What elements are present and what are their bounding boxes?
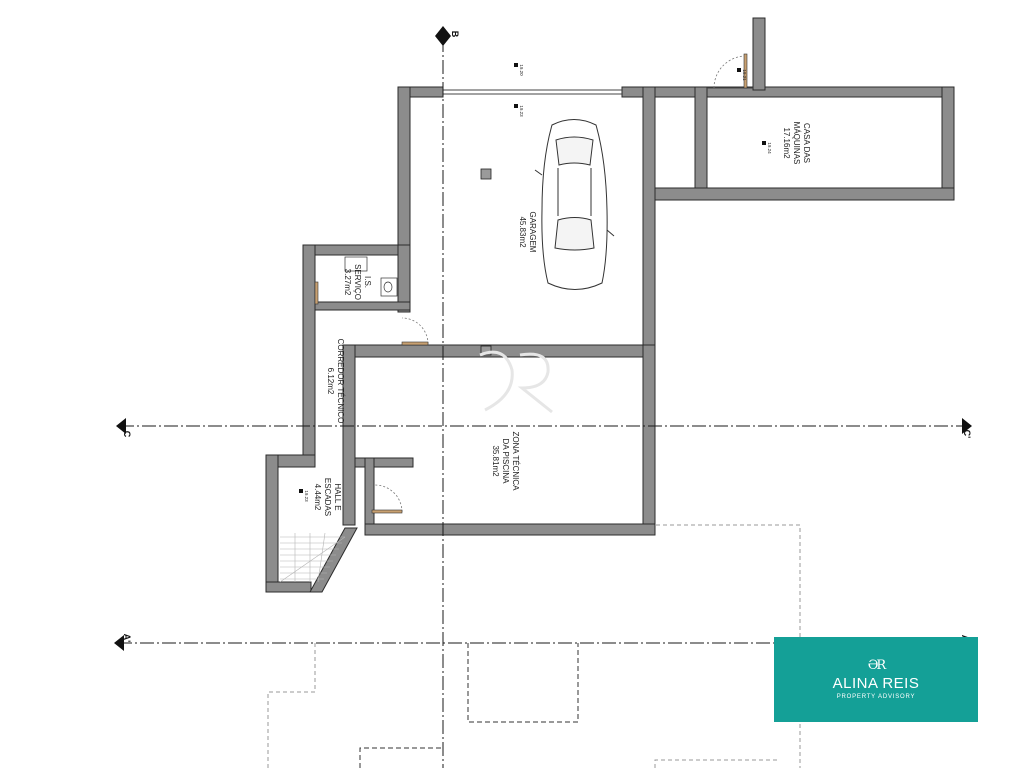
wall-service-right: [397, 244, 411, 313]
wall-machine-left: [694, 86, 708, 193]
section-c-marker-right: [962, 418, 972, 434]
wall-top-right: [621, 86, 953, 98]
svg-text:GARAGEM: GARAGEM: [528, 212, 537, 253]
wall-pool-bottom: [364, 523, 656, 536]
svg-text:HALL E: HALL E: [333, 483, 342, 510]
staircase: [279, 532, 346, 583]
wall-machine-stub: [752, 17, 766, 91]
site-outline-dark: [359, 643, 579, 768]
wall-garage-left: [397, 86, 411, 256]
columns: [480, 168, 492, 356]
column-mid: [480, 345, 492, 356]
room-zona-tecnica-label: ZONA TÉCNICA DA PISCINA 35.81m2: [491, 432, 520, 492]
machine-door-leaf: [743, 53, 748, 89]
wall-hall-inner: [364, 457, 375, 527]
svg-text:17.16m2: 17.16m2: [782, 127, 791, 159]
wall-service-bottom: [314, 301, 411, 311]
level-marker-machine-door: 19.21: [737, 68, 747, 81]
car-icon: [534, 119, 615, 290]
wall-hall-slant: [309, 527, 358, 593]
svg-text:35.81m2: 35.81m2: [491, 445, 500, 477]
wall-hall-bottom: [265, 581, 312, 593]
wall-hall-right-top: [354, 457, 414, 468]
wall-pool-right: [642, 344, 656, 536]
svg-text:SERVIÇO: SERVIÇO: [353, 264, 362, 300]
wall-corridor-right: [342, 344, 356, 526]
svg-text:4.44m2: 4.44m2: [313, 484, 322, 511]
svg-text:ESCADAS: ESCADAS: [323, 478, 332, 516]
service-fixtures: [344, 256, 398, 297]
room-casa-maquinas-label: CASA DAS MÁQUINAS 17.16m2: [782, 122, 811, 165]
level-marker-top-opening: 19.20: [514, 63, 524, 76]
section-b-marker-top: [435, 26, 451, 36]
svg-text:19.20: 19.20: [519, 64, 524, 76]
svg-text:19.24: 19.24: [767, 142, 772, 154]
svg-text:CORREDOR TÉCNICO: CORREDOR TÉCNICO: [336, 339, 345, 424]
hall-door-leaf: [371, 509, 403, 514]
svg-text:I.S.: I.S.: [363, 276, 372, 288]
room-hall-label: HALL E ESCADAS 4.44m2: [313, 478, 342, 516]
wall-garage-right: [642, 86, 656, 358]
section-c-left-label: C: [122, 431, 132, 438]
doors: [374, 55, 747, 513]
site-line-b: [467, 643, 579, 723]
section-c-marker-left: [116, 418, 126, 434]
section-b-label: B: [450, 31, 460, 38]
room-garagem-label: GARAGEM 45.83m2: [518, 212, 537, 253]
wall-machine-bottom: [654, 187, 955, 201]
svg-text:ZONA TÉCNICA: ZONA TÉCNICA: [511, 432, 520, 492]
svg-text:6.12m2: 6.12m2: [326, 368, 335, 395]
door-leaves: [314, 53, 748, 514]
site-outline: [267, 524, 801, 768]
svg-text:CASA DAS: CASA DAS: [802, 123, 811, 163]
section-c-right-label: C': [962, 430, 972, 439]
wall-corridor-left: [302, 244, 316, 461]
room-ls-servico-label: I.S. SERVIÇO 3.27m2: [343, 264, 372, 300]
wall-machine-right: [941, 86, 955, 201]
svg-text:45.83m2: 45.83m2: [518, 216, 527, 248]
watermark-logo: [479, 350, 553, 414]
brand-subtitle: PROPERTY ADVISORY: [836, 694, 916, 700]
toilet: [380, 277, 398, 297]
section-a-left-label: A': [122, 634, 132, 643]
svg-text:19.23: 19.23: [519, 105, 524, 117]
site-line-left: [267, 640, 316, 768]
site-line-right: [656, 524, 801, 768]
brand-name: ALINA REIS: [832, 675, 920, 692]
svg-text:DA PISCINA: DA PISCINA: [501, 439, 510, 485]
section-b-marker-bottom: [435, 36, 451, 46]
svg-text:19.23: 19.23: [304, 490, 309, 502]
walls: [265, 17, 955, 593]
wall-service-top: [302, 244, 411, 256]
level-markers: 19.20 19.23 19.21 19.24 19.23: [299, 63, 772, 502]
level-marker-garage: 19.23: [514, 104, 524, 117]
site-line-bottom: [654, 759, 780, 768]
section-a-marker-left: [114, 635, 124, 651]
machine-room-door-swing: [713, 55, 747, 89]
toilet-bowl: [383, 281, 393, 293]
hall-door-swing: [374, 484, 403, 513]
level-marker-hall: 19.23: [299, 489, 309, 502]
column-garage: [480, 168, 492, 180]
section-markers: [114, 26, 972, 651]
service-door-leaf: [314, 281, 319, 305]
svg-text:19.21: 19.21: [742, 69, 747, 81]
level-marker-machine-room: 19.24: [762, 141, 772, 154]
svg-text:3.27m2: 3.27m2: [343, 269, 352, 296]
brand-badge: ƏR ALINA REIS PROPERTY ADVISORY: [774, 637, 978, 722]
room-corredor-label: CORREDOR TÉCNICO 6.12m2: [326, 339, 345, 424]
corridor-door-swing: [401, 317, 429, 345]
wall-hall-left: [265, 454, 279, 593]
site-line-a: [359, 747, 442, 768]
sink: [344, 256, 368, 272]
brand-logo-mark: ƏR: [867, 658, 887, 673]
svg-text:MÁQUINAS: MÁQUINAS: [792, 122, 801, 165]
corridor-door-leaf: [401, 341, 429, 346]
